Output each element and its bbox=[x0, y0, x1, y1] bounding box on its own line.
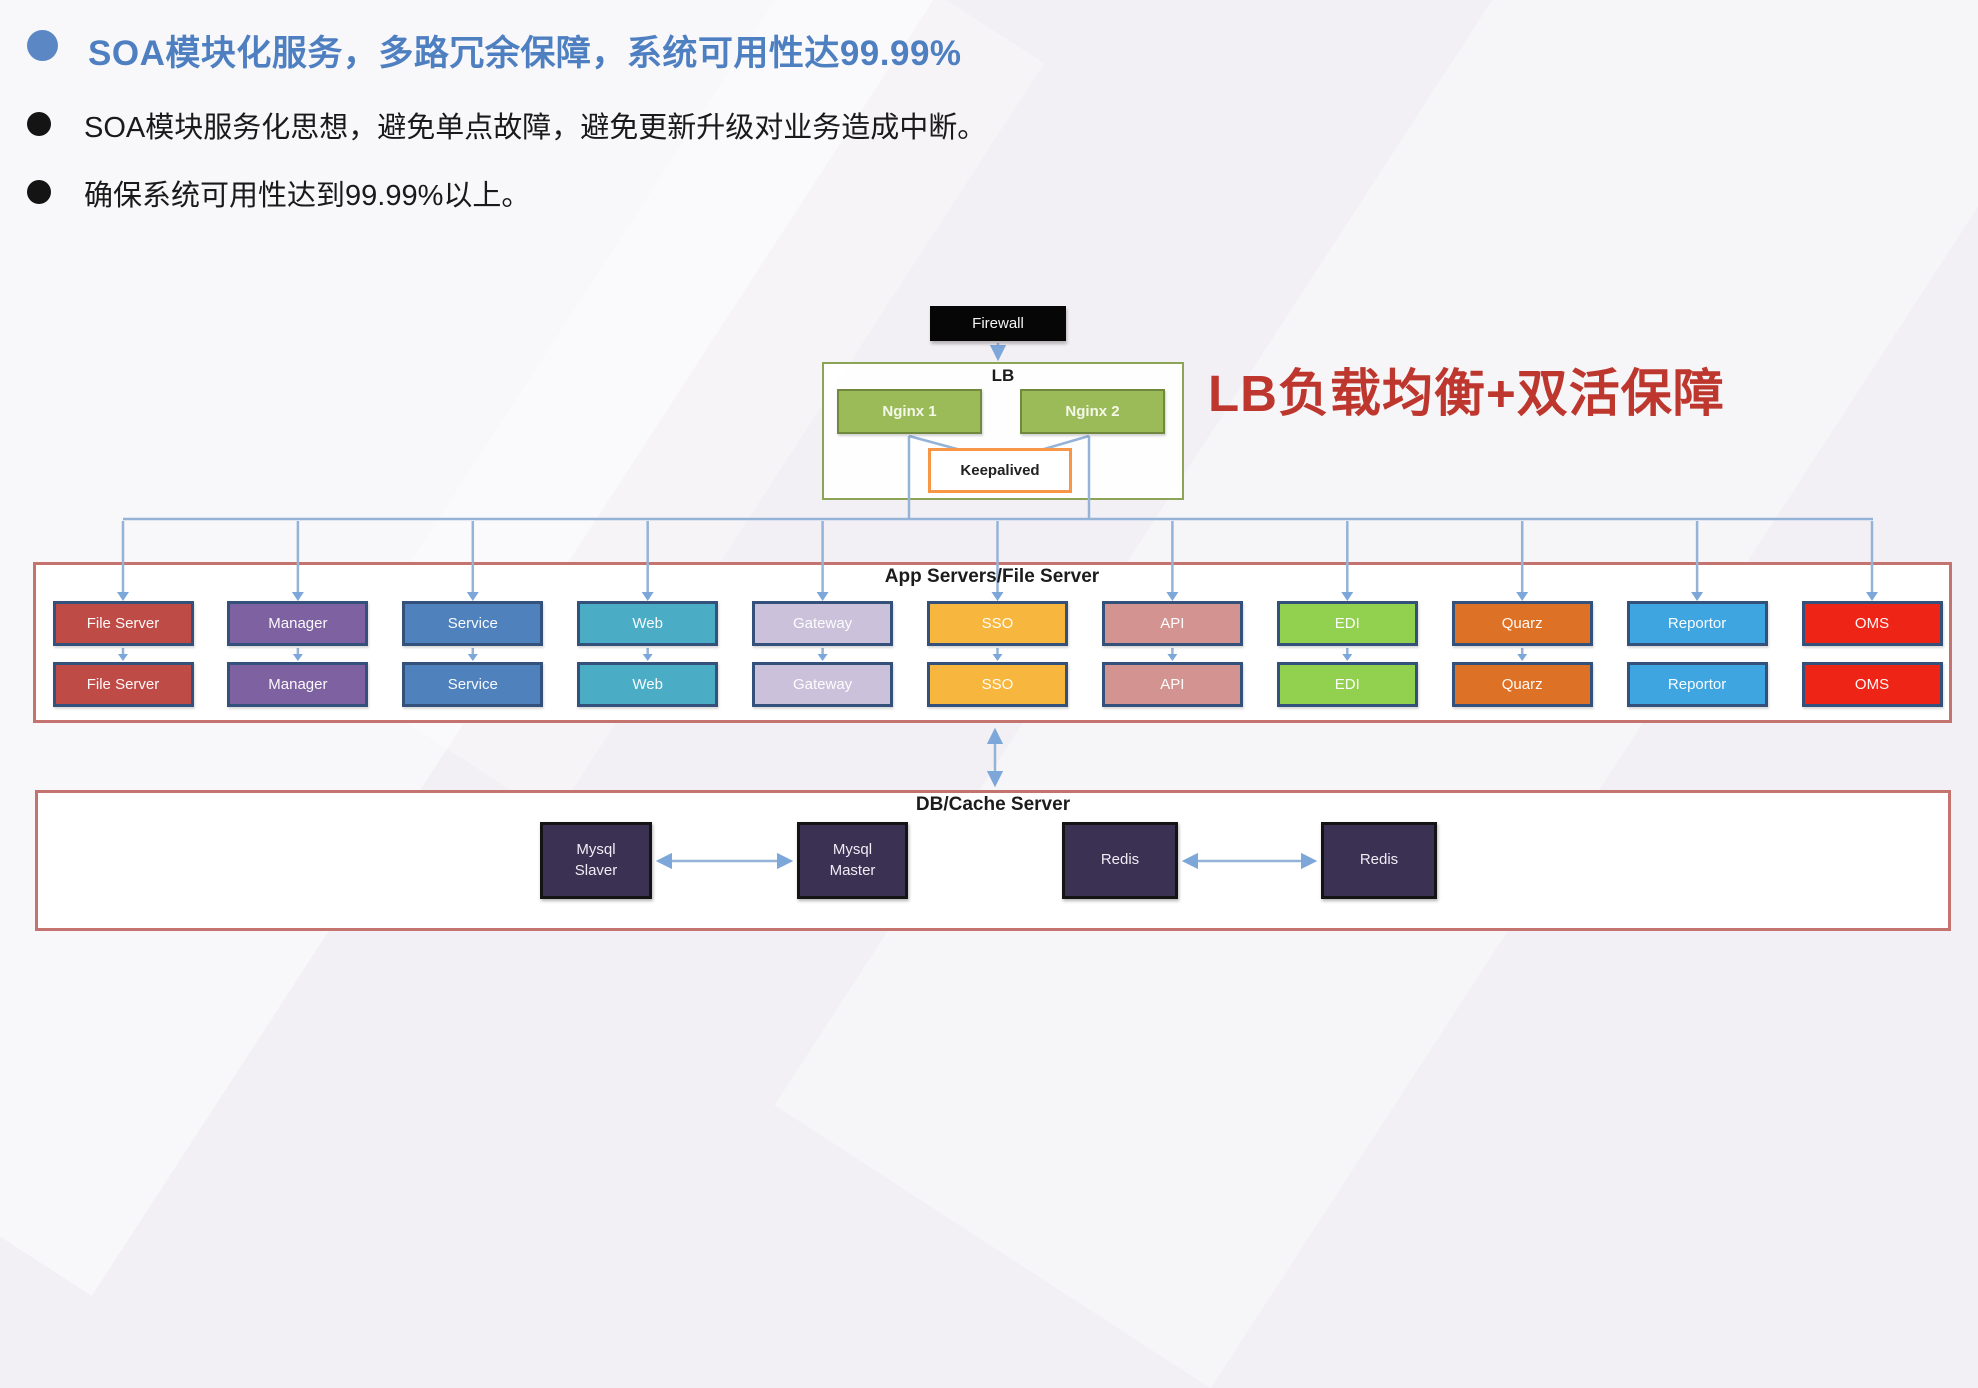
bus-drop-arrowhead-gateway bbox=[816, 592, 829, 601]
row-link-arrowhead-sso bbox=[992, 654, 1003, 661]
bus-drop-arrowhead-oms bbox=[1866, 592, 1878, 601]
app-server-box-sso-row1: SSO bbox=[927, 601, 1068, 646]
app-server-box-reportor-row2: Reportor bbox=[1626, 662, 1768, 707]
row-link-arrowhead-quarz bbox=[1517, 654, 1528, 661]
db-node-redis-3: Redis bbox=[1321, 822, 1437, 899]
row-link-arrowhead-gateway bbox=[817, 654, 828, 661]
db-cache-label: DB/Cache Server bbox=[915, 794, 1071, 815]
lb-label: LB bbox=[991, 366, 1015, 385]
app-server-box-api-row2: API bbox=[1101, 662, 1243, 707]
bullet-icon bbox=[27, 112, 51, 136]
row-link-arrowhead-file-server bbox=[118, 654, 128, 661]
app-server-box-file-server-row1: File Server bbox=[52, 601, 194, 646]
bullet-icon bbox=[27, 180, 51, 204]
app-server-box-web-row2: Web bbox=[577, 662, 719, 707]
app-server-box-service-row2: Service bbox=[402, 662, 544, 707]
keepalived-box: Keepalived bbox=[928, 448, 1072, 493]
row-link-arrowhead-web bbox=[642, 654, 653, 661]
app-server-box-manager-row1: Manager bbox=[227, 601, 369, 646]
firewall-box: Firewall bbox=[930, 306, 1066, 341]
bus-drop-arrowhead-sso bbox=[991, 592, 1004, 601]
app-server-box-api-row1: API bbox=[1101, 601, 1243, 646]
app-server-box-oms-row2: OMS bbox=[1801, 662, 1943, 707]
row-link-arrowhead-service bbox=[467, 654, 478, 661]
bus-drop-arrowhead-web bbox=[641, 592, 654, 601]
app-server-box-service-row1: Service bbox=[402, 601, 544, 646]
bus-drop-arrowhead-file-server bbox=[117, 592, 129, 601]
bus-drop-arrowhead-service bbox=[466, 592, 479, 601]
bullet-text: SOA模块服务化思想，避免单点故障，避免更新升级对业务造成中断。 bbox=[84, 112, 987, 144]
app-server-box-gateway-row2: Gateway bbox=[752, 662, 894, 707]
app-server-box-oms-row1: OMS bbox=[1801, 601, 1943, 646]
lb-annotation: LB负载均衡+双活保障 bbox=[1208, 365, 1725, 422]
bus-drop-arrowhead-edi bbox=[1341, 592, 1354, 601]
db-node-mysql-master-1: Mysql Master bbox=[797, 822, 908, 899]
app-servers-label: App Servers/File Server bbox=[884, 566, 1100, 587]
app-server-box-sso-row2: SSO bbox=[927, 662, 1068, 707]
slide-canvas: SOA模块化服务，多路冗余保障，系统可用性达99.99% SOA模块服务化思想，… bbox=[27, 30, 1952, 931]
row-link-arrowhead-manager bbox=[292, 654, 303, 661]
app-server-box-manager-row2: Manager bbox=[227, 662, 369, 707]
row-link-arrowhead-api bbox=[1167, 654, 1178, 661]
app-server-box-quarz-row1: Quarz bbox=[1451, 601, 1593, 646]
app-server-box-edi-row1: EDI bbox=[1276, 601, 1418, 646]
slide-title: SOA模块化服务，多路冗余保障，系统可用性达99.99% bbox=[88, 34, 962, 73]
row-link-arrowhead-edi bbox=[1342, 654, 1353, 661]
bus-drop-arrowhead-reportor bbox=[1691, 592, 1704, 601]
app-server-box-file-server-row2: File Server bbox=[52, 662, 194, 707]
column-drop-lines bbox=[117, 521, 1878, 661]
nginx1-box: Nginx 1 bbox=[837, 389, 982, 434]
bus-drop-arrowhead-quarz bbox=[1516, 592, 1529, 601]
db-cache-container bbox=[35, 790, 1951, 931]
app-server-box-reportor-row1: Reportor bbox=[1626, 601, 1768, 646]
bus-drop-arrowhead-manager bbox=[291, 592, 304, 601]
bullet-text: 确保系统可用性达到99.99%以上。 bbox=[84, 180, 531, 212]
nginx2-box: Nginx 2 bbox=[1020, 389, 1165, 434]
app-server-box-edi-row2: EDI bbox=[1276, 662, 1418, 707]
app-server-box-web-row1: Web bbox=[577, 601, 719, 646]
bus-drop-arrowhead-api bbox=[1166, 592, 1179, 601]
connector-lines-layer bbox=[117, 343, 1878, 870]
app-server-box-gateway-row1: Gateway bbox=[752, 601, 894, 646]
app-server-box-quarz-row2: Quarz bbox=[1451, 662, 1593, 707]
title-bullet-icon bbox=[27, 30, 58, 61]
db-node-mysql-slaver-0: Mysql Slaver bbox=[540, 822, 652, 899]
db-node-redis-2: Redis bbox=[1062, 822, 1178, 899]
